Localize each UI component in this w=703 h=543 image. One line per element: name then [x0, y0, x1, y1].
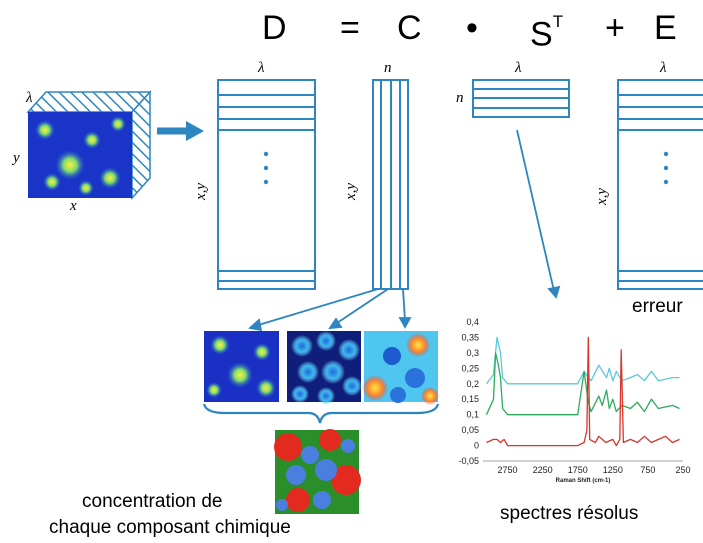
- x-tick-label: 2250: [533, 465, 553, 475]
- matrix-st-side-label: n: [456, 90, 464, 106]
- x-tick-label: 1250: [603, 465, 623, 475]
- y-tick-label: 0,2: [466, 379, 479, 389]
- matrix-st-top-label: λ: [515, 60, 522, 76]
- equation-s-letter: S: [530, 15, 553, 54]
- equation-d: D: [262, 9, 287, 47]
- concentration-caption-line2: chaque composant chimique: [49, 517, 291, 538]
- y-tick-label: 0,35: [461, 332, 479, 342]
- chart-series: [485, 336, 680, 447]
- hyperspectral-cube: [26, 90, 152, 200]
- y-tick-label: 0,05: [461, 425, 479, 435]
- equation-e: E: [654, 9, 677, 47]
- spectres-caption: spectres résolus: [500, 503, 639, 524]
- matrix-d-side-label: x,y: [193, 182, 210, 201]
- cube-front-cells: [35, 116, 126, 196]
- equation-equals: =: [340, 9, 360, 47]
- equation-plus: +: [605, 9, 625, 47]
- arrow-st-to-spectra: [516, 129, 561, 299]
- x-tick-label: 2750: [498, 465, 518, 475]
- equation-dot: •: [466, 9, 478, 47]
- cube-y-label: y: [13, 150, 20, 166]
- curly-brace: [202, 403, 440, 424]
- matrix-e-top-label: λ: [660, 60, 667, 76]
- y-tick-label: 0,1: [466, 410, 479, 420]
- x-tick-label: 1750: [568, 465, 588, 475]
- concentration-caption-line1: concentration de: [82, 491, 223, 512]
- matrix-st: [472, 79, 570, 118]
- chart-y-ticks: 0,4 0,35 0,3 0,25 0,2 0,15 0,1 0,05 0 -0,05: [458, 317, 479, 466]
- concentration-map-3: [362, 331, 439, 405]
- matrix-e-dots: [663, 151, 669, 185]
- chart-x-label: Raman Shift (cm-1): [556, 478, 611, 484]
- concentration-map-2: [287, 331, 362, 405]
- matrix-d-top-label: λ: [258, 60, 265, 76]
- y-tick-label: -0,05: [458, 456, 479, 466]
- chart-x-ticks: 2750 2250 1750 1250 750 250: [483, 460, 691, 475]
- matrix-c-top-label: n: [384, 60, 392, 76]
- matrix-e: [617, 79, 703, 290]
- cube-x-label: x: [70, 198, 77, 214]
- y-tick-label: 0,3: [466, 348, 479, 358]
- erreur-caption: erreur: [632, 296, 683, 317]
- y-tick-label: 0,25: [461, 363, 479, 373]
- y-tick-label: 0,4: [466, 317, 479, 327]
- x-tick-label: 750: [640, 465, 655, 475]
- arrow-cube-to-d: [157, 121, 204, 141]
- matrix-d: [217, 79, 316, 290]
- concentration-map-1: [204, 331, 279, 402]
- spectrum-series-2: [485, 352, 680, 416]
- matrix-d-dots: [263, 151, 269, 185]
- cube-side-face: [131, 90, 151, 200]
- y-tick-label: 0,15: [461, 394, 479, 404]
- spectrum-series-3: [486, 336, 680, 447]
- y-tick-label: 0: [474, 441, 479, 451]
- equation-s: ST: [530, 8, 563, 54]
- x-tick-label: 250: [675, 465, 690, 475]
- spectrum-series-1: [485, 336, 680, 385]
- matrix-c: [372, 79, 409, 290]
- matrix-e-side-label: x,y: [594, 187, 611, 206]
- arrows-c-to-maps: [248, 288, 412, 332]
- composite-map: [274, 429, 361, 514]
- equation-s-superscript: T: [552, 12, 564, 31]
- cube-lambda-label: λ: [26, 90, 33, 106]
- cube-top-face: [26, 91, 152, 113]
- matrix-c-side-label: x,y: [343, 182, 360, 201]
- equation-c: C: [397, 9, 422, 47]
